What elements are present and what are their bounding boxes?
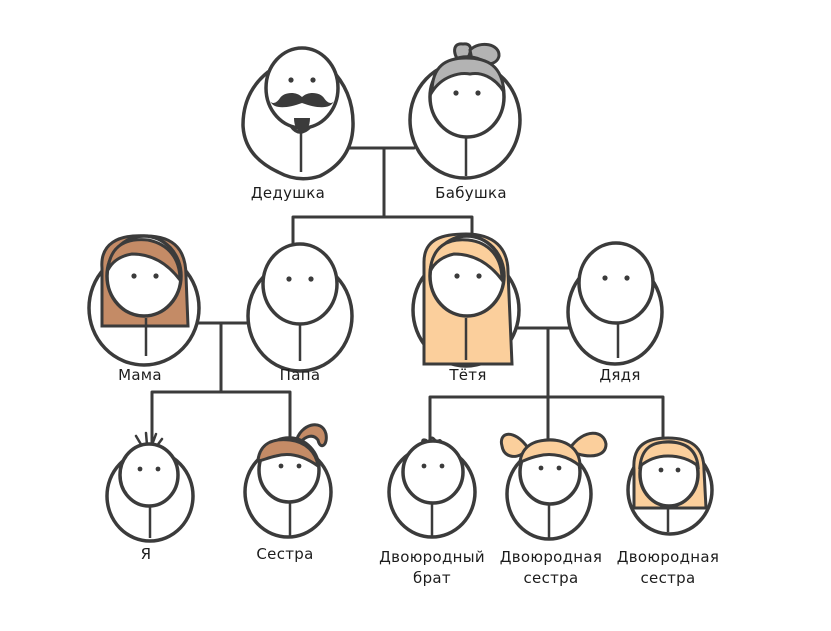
cousin-sister2-label-line2: сестра (640, 569, 696, 587)
mom-label: Мама (118, 366, 162, 384)
grandpa-avatar (241, 46, 355, 181)
aunt-avatar (411, 232, 521, 368)
cousin-sister1-avatar (499, 431, 608, 541)
me-avatar (105, 431, 195, 543)
connector-lines (150, 146, 665, 450)
cousin-sister2-avatar (626, 436, 714, 536)
cousin-sister1-label: Двоюродная сестра (471, 547, 631, 589)
grandma-avatar (408, 42, 522, 180)
me-label: Я (140, 545, 152, 563)
cousin-brother-label-line1: Двоюродный (379, 548, 485, 566)
cousin-sister1-label-line2: сестра (523, 569, 579, 587)
cousin-sister2-label: Двоюродная сестра (588, 547, 748, 589)
uncle-avatar (566, 241, 664, 366)
sister-avatar (243, 423, 333, 539)
parents-connector (150, 321, 292, 450)
mom-avatar (87, 234, 201, 367)
grandparents-connector (291, 146, 474, 257)
cousin-brother-label: Двоюродный брат (352, 547, 512, 589)
dad-avatar (246, 242, 354, 373)
sister-label: Сестра (256, 545, 314, 563)
cousin-brother-label-line2: брат (413, 569, 451, 587)
grandma-label: Бабушка (435, 184, 507, 202)
cousin-brother-avatar (387, 436, 477, 539)
cousin-sister2-label-line1: Двоюродная (616, 548, 720, 566)
dad-label: Папа (279, 366, 321, 384)
grandpa-label: Дедушка (250, 184, 326, 202)
aunt-label: Тётя (449, 366, 487, 384)
aunt-uncle-connector (428, 326, 665, 450)
cousin-sister1-label-line1: Двоюродная (499, 548, 603, 566)
uncle-label: Дядя (599, 366, 641, 384)
